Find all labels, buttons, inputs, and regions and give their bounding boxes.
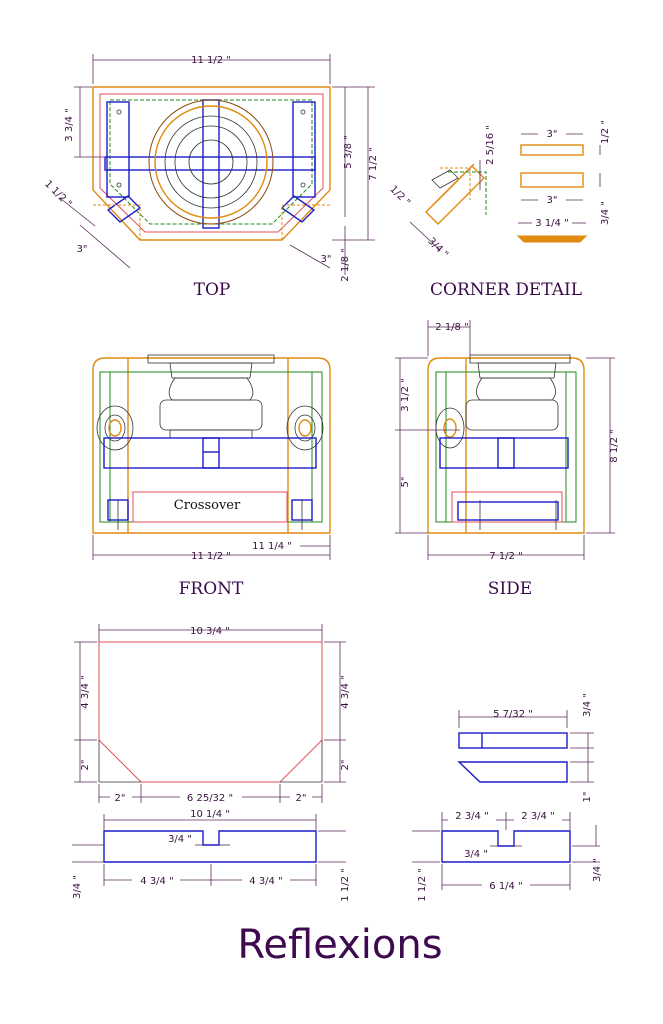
panel-bottom-dim-a: 2" <box>115 793 126 804</box>
top-bevel-dim-c: 3" <box>321 254 332 265</box>
panel-left-dim-a: 4 3/4 " <box>80 675 91 708</box>
strip-height-right-dim: 1 1/2 " <box>340 868 351 901</box>
strip-height-left-dim: 3/4 " <box>72 875 83 899</box>
front-view-label: FRONT <box>179 579 244 599</box>
panel-drawing: 10 3/4 " 4 3/4 " 2" 4 3/4 " 2" 2" 6 25/3… <box>74 624 351 804</box>
brace-height-left-dim: 1 1/2 " <box>417 868 428 901</box>
brace-dim-b: 2 3/4 " <box>521 811 554 822</box>
side-top-dim: 2 1/8 " <box>435 322 468 333</box>
corner-strip-dim-c: 3 1/4 " <box>535 218 568 229</box>
top-bevel-dim-d: 2 1/8 " <box>340 248 351 281</box>
top-right-dim-b: 7 1/2 " <box>368 147 379 180</box>
panel-bottom-dim-c: 2" <box>296 793 307 804</box>
strip-notch-dim: 3/4 " <box>168 834 192 845</box>
strip-right-dim: 4 3/4 " <box>249 876 282 887</box>
corner-detail-label: CORNER DETAIL <box>430 280 582 300</box>
panel-right-dim-b: 2" <box>340 760 351 771</box>
brace-notch-dim: 3/4 " <box>464 849 488 860</box>
panel-left-dim-b: 2" <box>80 760 91 771</box>
top-right-dim-a: 5 3/8 " <box>343 135 354 168</box>
panel-width-dim: 10 3/4 " <box>190 626 230 637</box>
front-view: Crossover 11 1/2 " 11 1/4 " FRONT <box>92 354 331 599</box>
strip-width-dim: 10 1/4 " <box>190 809 230 820</box>
brace-height-right-dim: 3/4 " <box>592 858 603 882</box>
side-dim-b: 5" <box>400 477 411 488</box>
small-pieces-drawing: 5 7/32 " 3/4 " 1" <box>457 693 594 803</box>
small-height-dim-b: 1" <box>582 792 593 803</box>
side-dim-a: 3 1/2 " <box>400 378 411 411</box>
corner-dim-b: 1/2 " <box>387 184 412 209</box>
strip-left-dim: 4 3/4 " <box>140 876 173 887</box>
side-view: 2 1/8 " 3 1/2 " 5" 8 1/2 " 7 1/2 " SIDE <box>395 320 620 599</box>
side-height-dim: 8 1/2 " <box>609 429 620 462</box>
corner-strip-dim-a: 3" <box>547 129 558 140</box>
brand-title: Reflexions <box>237 922 442 968</box>
crossover-label: Crossover <box>174 498 241 513</box>
corner-three-quarter-dim: 3/4 " <box>600 201 611 225</box>
top-bevel-dim-b: 3" <box>77 244 88 255</box>
corner-strip-dim-b: 3" <box>547 195 558 206</box>
small-width-dim: 5 7/32 " <box>493 709 533 720</box>
corner-detail-view: 2 5/16 " 1/2 " 3/4 " 3" 3" 3 1/4 " 1/2 "… <box>387 120 611 300</box>
brace-width-dim: 6 1/4 " <box>489 881 522 892</box>
corner-dim-a: 2 5/16 " <box>485 125 496 165</box>
top-width-dim: 11 1/2 " <box>191 55 231 66</box>
panel-right-dim-a: 4 3/4 " <box>340 675 351 708</box>
brace-drawing: 2 3/4 " 2 3/4 " 3/4 " 6 1/4 " 1 1/2 " 3/… <box>412 810 603 902</box>
corner-half-dim: 1/2 " <box>600 120 611 144</box>
side-view-label: SIDE <box>488 579 532 599</box>
top-left-depth-dim: 3 3/4 " <box>64 108 75 141</box>
panel-bottom-dim-b: 6 25/32 " <box>187 793 233 804</box>
small-height-dim-a: 3/4 " <box>582 693 593 717</box>
front-width-dim: 11 1/4 " <box>252 541 292 552</box>
top-view-label: TOP <box>194 280 231 300</box>
top-bevel-dim-a: 1 1/2 " <box>42 179 73 210</box>
brace-dim-a: 2 3/4 " <box>455 811 488 822</box>
front-width-total-dim: 11 1/2 " <box>191 551 231 562</box>
top-view: 11 1/2 " 3 3/4 " 5 3/8 " <box>42 54 379 300</box>
strip-drawing: 10 1/4 " 3/4 " 4 3/4 " 4 3/4 " 3/4 " 1 1… <box>72 809 351 902</box>
side-width-dim: 7 1/2 " <box>489 551 522 562</box>
